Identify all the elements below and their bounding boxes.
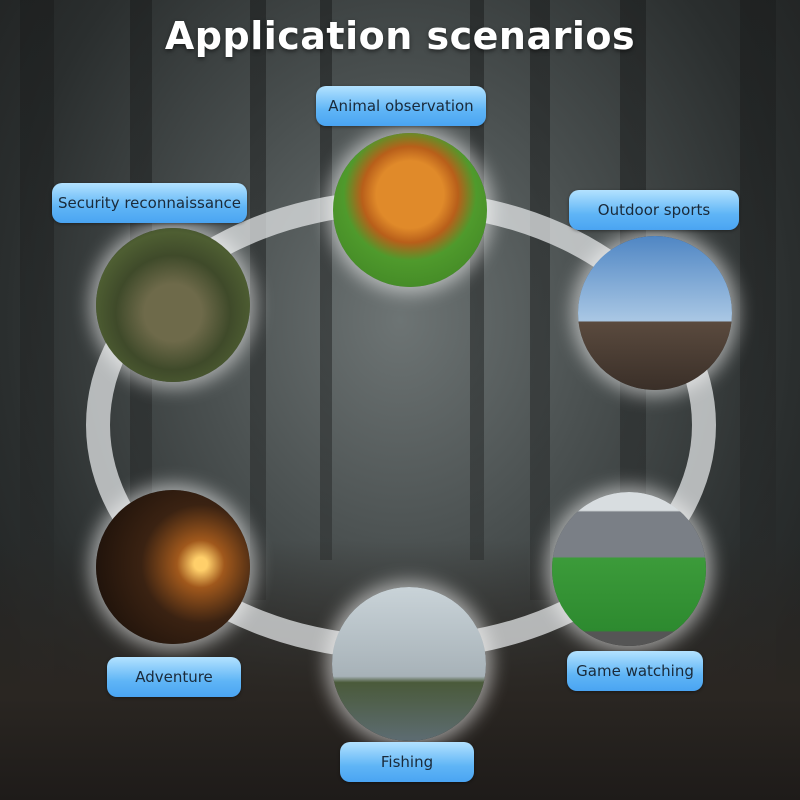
label-fishing: Fishing <box>340 742 474 782</box>
page-title: Application scenarios <box>164 14 636 58</box>
label-adventure: Adventure <box>107 657 241 697</box>
adventure-photo <box>96 490 250 644</box>
label-animal-observation: Animal observation <box>316 86 486 126</box>
label-outdoor-sports: Outdoor sports <box>569 190 739 230</box>
tiger-photo <box>333 133 487 287</box>
stadium-photo <box>552 492 706 646</box>
fishing-photo <box>332 587 486 741</box>
label-security-reconnaissance: Security reconnaissance <box>52 183 247 223</box>
label-game-watching: Game watching <box>567 651 703 691</box>
soldier-photo <box>96 228 250 382</box>
hiker-photo <box>578 236 732 390</box>
